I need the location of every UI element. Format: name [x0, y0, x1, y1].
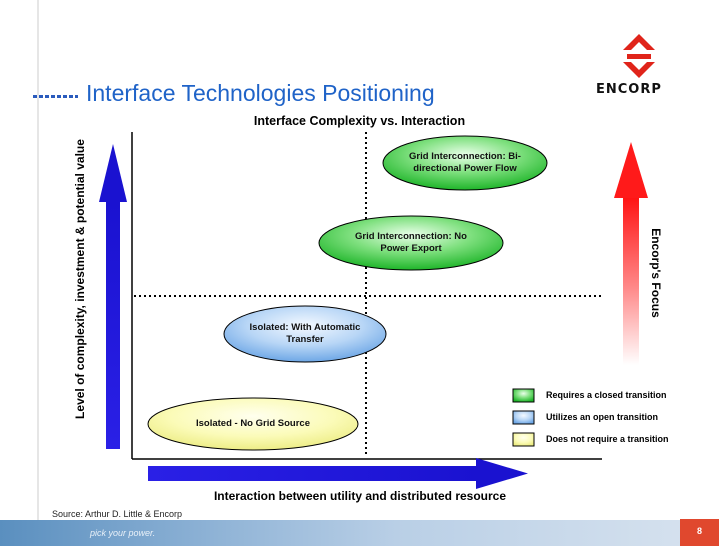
y-axis-label: Level of complexity, investment & potent…	[73, 139, 87, 419]
legend-swatch-closed	[512, 388, 535, 403]
x-axis-label: Interaction between utility and distribu…	[213, 489, 507, 503]
footer-bar	[0, 520, 719, 546]
diagram-subtitle: Interface Complexity vs. Interaction	[253, 114, 466, 128]
left-rule	[37, 0, 39, 520]
node-grid-bidirectional-label: Grid Interconnection: Bi-directional Pow…	[409, 150, 521, 174]
legend-label-open: Utilizes an open transition	[546, 412, 659, 422]
source-note: Source: Arthur D. Little & Encorp	[52, 509, 183, 519]
node-isolated-auto-shape	[223, 305, 387, 363]
node-grid-bidirectional-shape	[382, 135, 548, 191]
node-grid-no-export-shape	[318, 215, 504, 271]
title-bullet	[33, 95, 78, 98]
page-number: 8	[696, 526, 702, 536]
legend-swatch-none	[512, 432, 535, 447]
page-number-box	[680, 519, 719, 546]
y-axis-arrow	[99, 144, 127, 449]
node-isolated-no-grid-shape	[147, 397, 359, 451]
legend-label-none: Does not require a transition	[546, 434, 669, 444]
page-title: Interface Technologies Positioning	[86, 80, 435, 106]
footer-tagline: pick your power.	[90, 528, 156, 538]
x-axis-arrow	[148, 458, 528, 489]
focus-arrow	[614, 142, 648, 365]
node-isolated-no-grid-label: Isolated - No Grid Source	[195, 417, 311, 429]
node-isolated-auto-label: Isolated: With Automatic Transfer	[249, 321, 361, 345]
focus-label: Encorp's Focus	[649, 228, 663, 318]
encorp-logo-icon	[623, 34, 655, 78]
node-grid-no-export-label: Grid Interconnection: No Power Export	[355, 230, 467, 254]
legend-swatch-open	[512, 410, 535, 425]
logo-wordmark: ENCORP	[596, 82, 662, 97]
legend-label-closed: Requires a closed transition	[546, 390, 667, 400]
